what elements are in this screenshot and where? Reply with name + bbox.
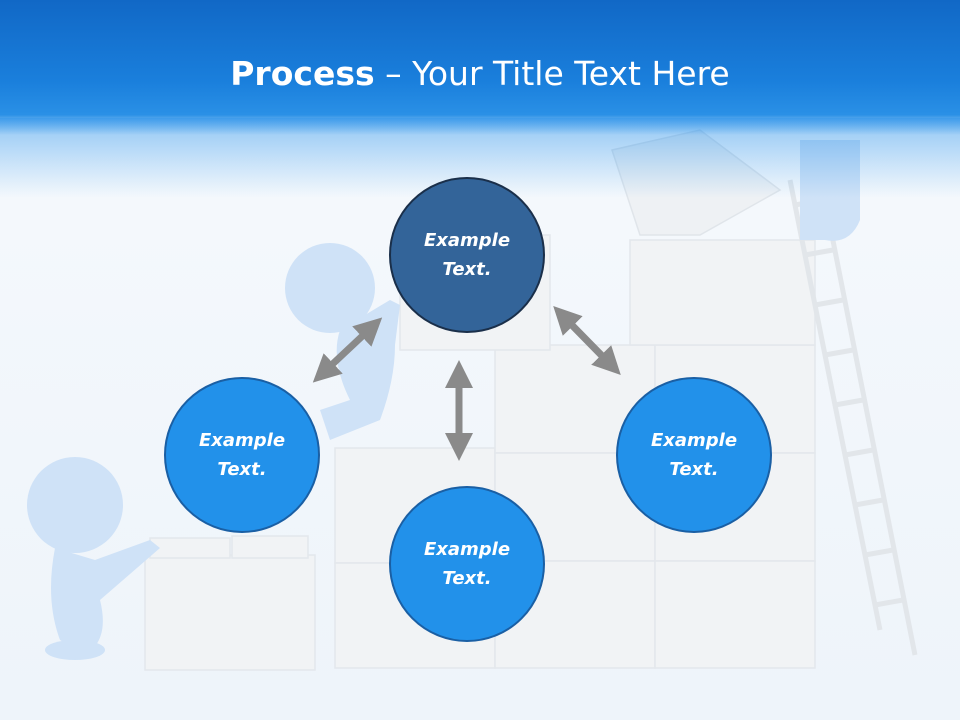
arrow-top-right	[553, 305, 621, 376]
process-node-top-label: Example Text.	[423, 230, 511, 280]
process-node-bottom: Example Text.	[389, 486, 545, 642]
process-node-right-label: Example Text.	[650, 430, 738, 480]
process-node-left-label: Example Text.	[198, 430, 286, 480]
process-node-left: Example Text.	[164, 377, 320, 533]
title-bold: Process	[230, 54, 375, 93]
process-node-bottom-label: Example Text.	[423, 539, 511, 589]
arrow-top-left	[312, 317, 383, 383]
title-rest: – Your Title Text Here	[374, 54, 730, 93]
slide-title: Process – Your Title Text Here	[0, 52, 960, 96]
process-node-right: Example Text.	[616, 377, 772, 533]
title-bar	[0, 0, 960, 135]
process-node-top: Example Text.	[389, 177, 545, 333]
